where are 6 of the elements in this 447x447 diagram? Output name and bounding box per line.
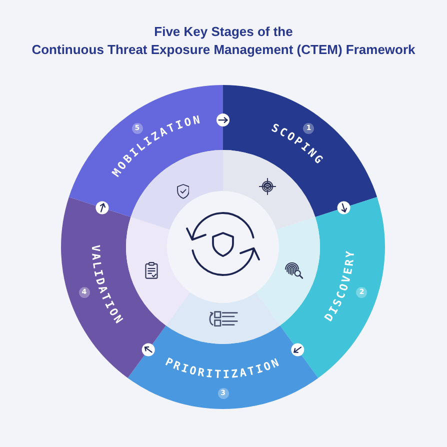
- arrow: [218, 117, 228, 124]
- arrow: [100, 203, 106, 212]
- arrow: [294, 346, 302, 353]
- arrow: [341, 203, 347, 212]
- arrow: [144, 346, 152, 353]
- title: Five Key Stages of the Continuous Threat Exposure Management (CTEM) Framework: [30, 23, 416, 59]
